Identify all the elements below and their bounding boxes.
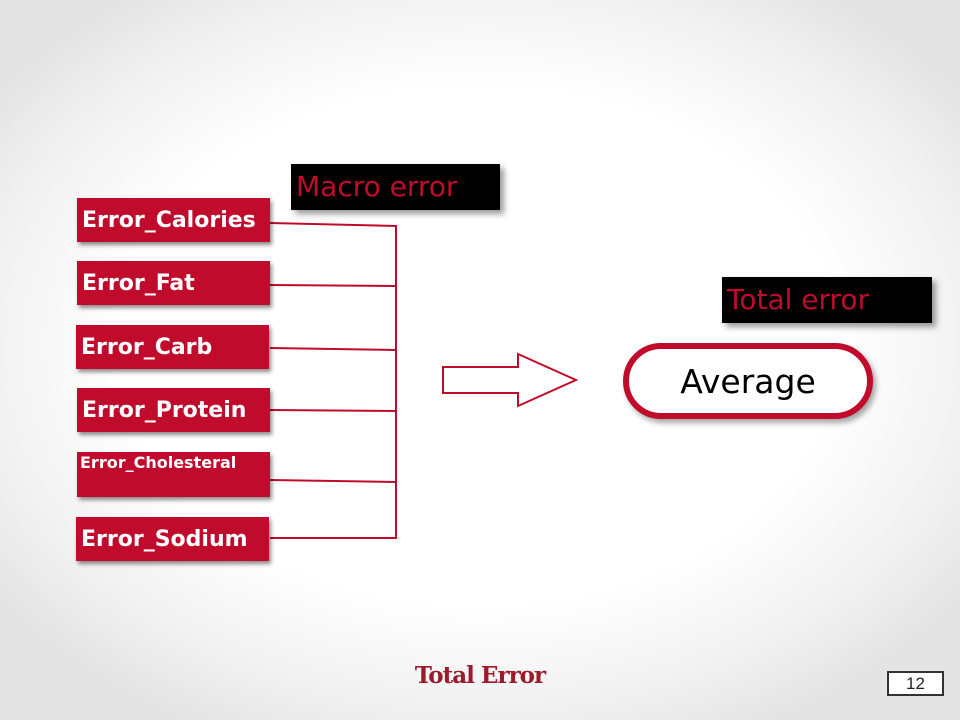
error-calories-label: Error_Calories	[82, 207, 256, 233]
error-protein-box: Error_Protein	[77, 388, 270, 432]
page-number-label: 12	[906, 673, 925, 693]
error-fat-label: Error_Fat	[82, 270, 195, 296]
average-label: Average	[680, 361, 816, 401]
error-protein-label: Error_Protein	[82, 397, 247, 423]
average-box: Average	[623, 343, 873, 419]
error-carb-label: Error_Carb	[81, 334, 213, 360]
error-fat-box: Error_Fat	[77, 261, 270, 305]
connector-cholesteral	[269, 479, 397, 483]
connector-calories	[269, 222, 397, 227]
error-cholesteral-label: Error_Cholesteral	[80, 453, 237, 472]
connector-fat	[269, 284, 397, 287]
footer-title: Total Error	[414, 662, 546, 689]
total-error-label: Total error	[722, 277, 932, 323]
error-sodium-label: Error_Sodium	[81, 526, 248, 552]
error-calories-box: Error_Calories	[77, 198, 270, 242]
error-sodium-box: Error_Sodium	[76, 517, 269, 561]
error-carb-box: Error_Carb	[76, 325, 269, 369]
macro-error-label: Macro error	[291, 164, 500, 210]
connector-protein	[269, 409, 397, 412]
page-number: 12	[887, 671, 944, 696]
error-cholesteral-box: Error_Cholesteral	[77, 452, 270, 497]
right-arrow-icon	[442, 352, 579, 408]
connector-carb	[269, 347, 397, 351]
